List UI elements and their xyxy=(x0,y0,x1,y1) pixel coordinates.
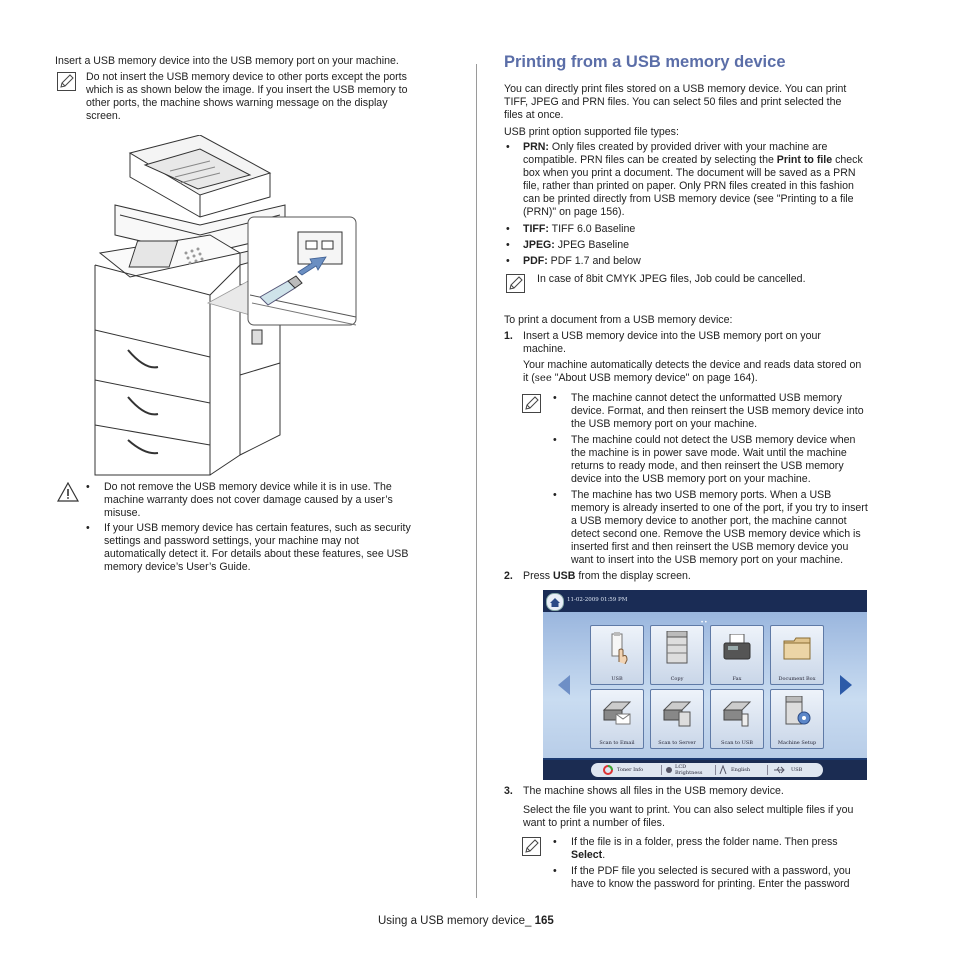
step-3-detail: Select the file you want to print. You c… xyxy=(523,804,854,829)
note-icon xyxy=(522,394,541,413)
lcd-shortcut-bar: Toner Info LCD Brightness English USB xyxy=(591,763,823,777)
usb-stick-icon xyxy=(611,632,628,664)
page-number: 165 xyxy=(534,915,554,927)
bar-divider xyxy=(767,765,768,775)
note-cmyk: In case of 8bit CMYK JPEG files, Job cou… xyxy=(537,273,806,285)
tile-scan-to-usb[interactable]: Scan to USB xyxy=(710,689,764,749)
lcd-screen-image: 11-02-2009 01:59 PM • • USB Copy Fax Doc… xyxy=(543,590,867,780)
fax-icon xyxy=(723,634,751,660)
lcd-bottom-bar: Toner Info LCD Brightness English USB xyxy=(543,760,867,780)
scan-email-icon xyxy=(602,701,632,725)
language-icon xyxy=(719,765,727,775)
page-title: Printing from a USB memory device xyxy=(504,53,786,71)
tile-copy[interactable]: Copy xyxy=(650,625,704,685)
toner-info-label[interactable]: Toner Info xyxy=(617,767,644,773)
tile-scan-to-email[interactable]: Scan to Email xyxy=(590,689,644,749)
scan-server-icon xyxy=(662,701,692,727)
lcd-brightness-label[interactable]: LCD Brightness xyxy=(675,764,703,776)
lcd-main: • • USB Copy Fax Document Box Scan to Em… xyxy=(543,612,867,758)
tile-machine-setup[interactable]: Machine Setup xyxy=(770,689,824,749)
page-footer: Using a USB memory device_ 165 xyxy=(378,915,554,927)
tile-fax[interactable]: Fax xyxy=(710,625,764,685)
arrow-right-icon xyxy=(840,675,852,695)
page-dots: • • xyxy=(701,620,707,626)
usb-label[interactable]: USB xyxy=(791,767,803,773)
toner-icon xyxy=(603,765,613,775)
tile-document-box[interactable]: Document Box xyxy=(770,625,824,685)
document-box-icon xyxy=(783,637,811,660)
left-intro: Insert a USB memory device into the USB … xyxy=(55,55,399,67)
arrow-left-icon xyxy=(558,675,570,695)
lcd-status-bar: 11-02-2009 01:59 PM xyxy=(543,590,867,612)
tile-usb[interactable]: USB xyxy=(590,625,644,685)
right-intro: You can directly print files stored on a… xyxy=(504,83,847,121)
brightness-icon xyxy=(666,767,672,773)
to-print-label: To print a document from a USB memory de… xyxy=(504,314,733,326)
tile-scan-to-server[interactable]: Scan to Server xyxy=(650,689,704,749)
printer-illustration xyxy=(94,135,357,476)
warning-icon xyxy=(57,482,79,502)
copier-icon xyxy=(666,631,688,664)
bar-divider xyxy=(715,765,716,775)
note-icon xyxy=(57,72,76,91)
note-usb-ports: Do not insert the USB memory device to o… xyxy=(86,71,408,122)
column-divider xyxy=(476,64,477,898)
machine-setup-icon xyxy=(785,696,811,725)
note-icon xyxy=(506,274,525,293)
language-label[interactable]: English xyxy=(731,767,751,773)
usb-icon xyxy=(774,766,785,774)
bar-divider xyxy=(661,765,662,775)
supported-types-label: USB print option supported file types: xyxy=(504,126,679,138)
note-icon xyxy=(522,837,541,856)
scan-usb-icon xyxy=(722,701,752,727)
home-icon xyxy=(546,593,564,611)
lcd-datetime: 11-02-2009 01:59 PM xyxy=(567,597,628,603)
